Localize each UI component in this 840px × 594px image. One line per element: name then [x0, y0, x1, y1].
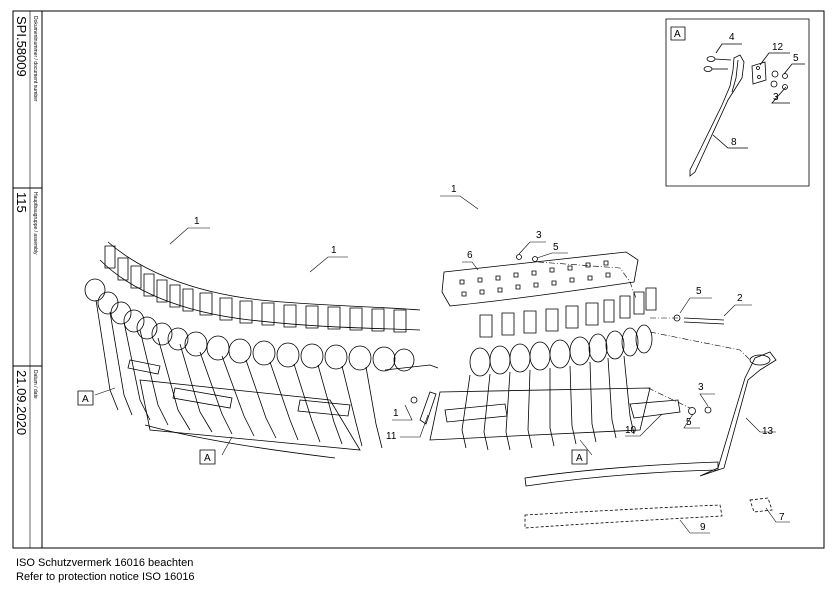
part-7-dashed [750, 498, 772, 512]
detail-plate-hole-1 [757, 67, 760, 70]
left-bracket-plates [105, 246, 406, 332]
detail-bolt-1 [707, 57, 715, 62]
ref-label-left: A [82, 394, 89, 405]
left-top-bracket-strip [108, 242, 420, 310]
leader-3-detail [772, 87, 790, 103]
part-3-nut-lower [705, 407, 711, 413]
date-label: Datum / date [32, 370, 38, 399]
callout-5-lower: 5 [686, 417, 692, 428]
callout-2: 2 [737, 293, 743, 304]
left-tine-coils [85, 279, 414, 371]
detail-nut-1 [783, 74, 788, 79]
detail-tine-inner [732, 60, 738, 92]
leader-8 [713, 135, 748, 148]
part-13-eye [750, 355, 770, 365]
detail-washer-2 [771, 81, 777, 87]
callout-10: 10 [625, 425, 637, 436]
detail-a-tag-box [671, 27, 685, 40]
callout-7: 7 [779, 512, 785, 523]
detail-a-tag: A [674, 29, 681, 40]
detail-nut-2 [783, 85, 788, 90]
callout-9: 9 [700, 522, 706, 533]
callout-leaders [95, 196, 790, 533]
callout-3-lower: 3 [698, 382, 704, 393]
left-tine-wires [96, 300, 382, 448]
callout-1-bolt: 1 [393, 408, 399, 419]
callout-11: 11 [386, 431, 397, 442]
part-5-washer-top [533, 257, 538, 262]
left-strip-3 [128, 360, 160, 374]
callout-5-detail: 5 [793, 53, 799, 64]
part-3-nut-upper [517, 255, 522, 260]
detail-a-view: A 4 12 5 3 8 [666, 19, 809, 186]
detail-bolt-1-shaft [715, 59, 731, 60]
callout-labels: 1 1 1 1 6 3 5 5 2 3 5 10 11 13 7 9 [194, 184, 785, 533]
callout-3-detail: 3 [773, 92, 779, 103]
assembly-guidelines [538, 262, 750, 408]
document-number: SPI.58009 [14, 16, 29, 77]
part-6-holes [460, 261, 610, 296]
right-tine-assembly [411, 252, 776, 528]
drawing-date: 21.09.2020 [14, 370, 29, 435]
callout-13: 13 [762, 426, 774, 437]
part-9-dashed [525, 505, 722, 528]
ref-box-left [78, 391, 93, 405]
flat-bar [525, 462, 718, 486]
detail-plate [752, 62, 766, 84]
right-tray-outline [430, 388, 650, 440]
leader-12 [760, 53, 790, 65]
callout-1-top-right: 1 [451, 184, 457, 195]
callout-3-top: 3 [536, 230, 542, 241]
part-2-bolt-b [684, 322, 724, 324]
left-tray-front [145, 425, 335, 458]
part-11-rail [420, 392, 436, 424]
callout-5-top: 5 [553, 242, 559, 253]
ref-label-bottom-left: A [204, 453, 211, 464]
left-strip-2 [298, 400, 350, 416]
detail-bolt-2 [704, 67, 712, 72]
left-tray-outline [140, 380, 360, 450]
part-5-washer-lower [689, 408, 696, 415]
callout-1-center-left: 1 [331, 245, 337, 256]
left-mount-rail [385, 365, 438, 370]
callout-4: 4 [729, 32, 735, 43]
ref-label-bottom-mid: A [576, 453, 583, 464]
left-top-bracket-strip-2 [100, 260, 420, 330]
assembly-number: 115 [14, 192, 29, 213]
right-strip-1 [445, 404, 507, 422]
right-tine-coils [470, 325, 652, 376]
drawing-frame [13, 11, 824, 548]
callout-12: 12 [772, 42, 784, 53]
part-13-bracket [700, 352, 776, 476]
part-10-strip [630, 400, 680, 418]
document-number-label: Dokumentnummer / document number [32, 16, 38, 102]
title-block: Dokumentnummer / document number SPI.580… [14, 16, 38, 435]
callout-1-top-left: 1 [194, 216, 200, 227]
right-bracket-plates [480, 288, 656, 337]
detail-tine [690, 55, 744, 176]
detail-washer-1 [772, 71, 778, 77]
part-6-plate [442, 252, 638, 306]
ref-box-bottom-left [200, 450, 215, 464]
protection-notice-de: ISO Schutzvermerk 16016 beachten [16, 557, 194, 569]
left-strip-1 [173, 388, 232, 408]
assembly-label: Hauptbaugruppe / assembly [32, 192, 38, 255]
callout-6: 6 [467, 250, 473, 261]
callout-5-mid: 5 [696, 286, 702, 297]
part-1-bolt-left [411, 397, 417, 403]
left-tine-assembly [85, 242, 438, 458]
leader-4 [716, 44, 742, 53]
part-2-bolt [684, 318, 724, 320]
protection-notice-en: Refer to protection notice ISO 16016 [16, 571, 195, 583]
detail-references [78, 391, 587, 464]
detail-a-frame [666, 19, 809, 186]
ref-box-bottom-mid [572, 450, 587, 464]
leader-5-detail [784, 64, 805, 74]
detail-plate-hole-2 [758, 76, 761, 79]
callout-8: 8 [731, 137, 737, 148]
